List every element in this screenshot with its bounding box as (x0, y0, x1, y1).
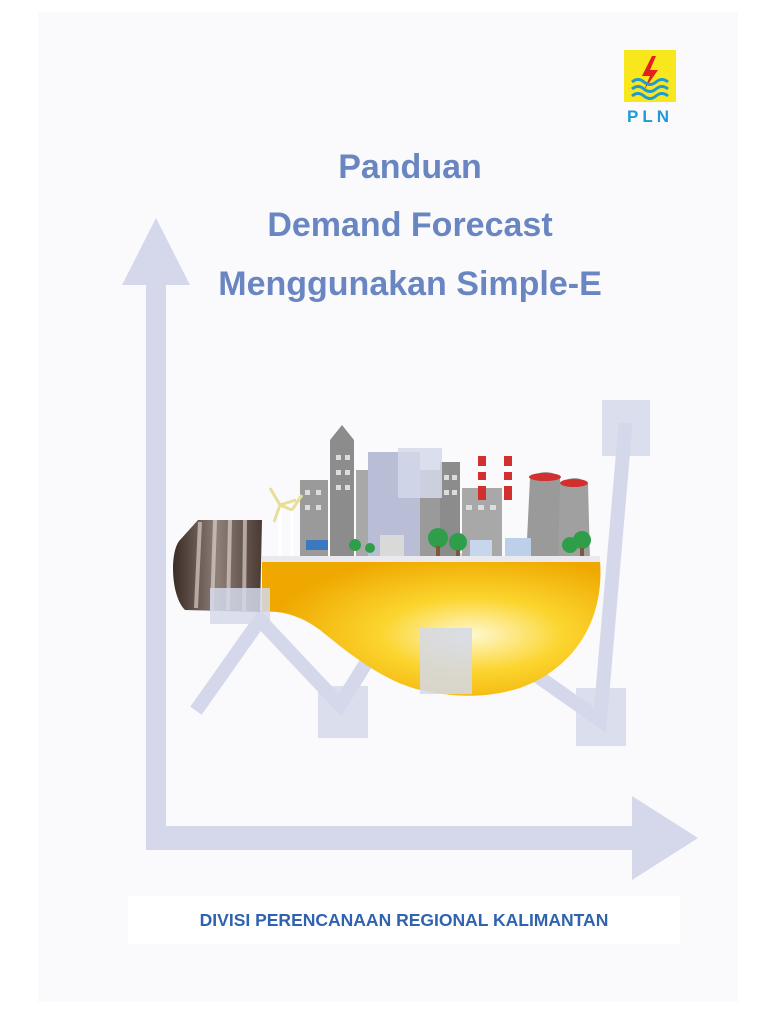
city-skyline (262, 425, 600, 562)
title-line-1: Panduan (338, 148, 482, 186)
bulb-glass (262, 560, 601, 696)
x-axis-arrow (146, 796, 698, 880)
trend-markers (210, 400, 650, 746)
title-line-3: Menggunakan Simple-E (218, 264, 602, 303)
footer-band: DIVISI PERENCANAAN REGIONAL KALIMANTAN (128, 896, 680, 944)
y-axis-arrow (122, 218, 190, 850)
pln-logo: PLN (612, 50, 682, 135)
title-line-2: Demand Forecast (267, 206, 553, 245)
logo-text: PLN (627, 107, 673, 126)
document-title: Panduan Demand Forecast Menggunakan Simp… (150, 138, 670, 313)
logo-mark (624, 50, 676, 102)
division-name: DIVISI PERENCANAAN REGIONAL KALIMANTAN (199, 910, 609, 930)
